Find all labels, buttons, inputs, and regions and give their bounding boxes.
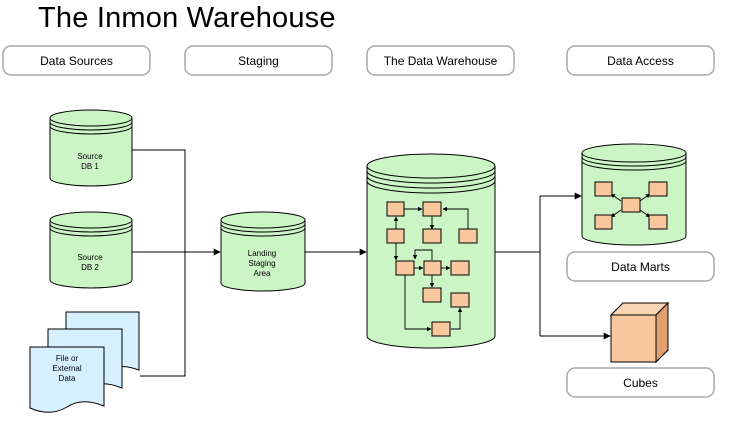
- source-db1-label-line2: DB 1: [81, 162, 99, 171]
- mart-node: [594, 214, 613, 230]
- warehouse-graph-nodes: [386, 201, 478, 337]
- stage-label-staging: Staging: [238, 54, 279, 68]
- cubes-label-box: Cubes: [566, 367, 715, 398]
- mart-node: [621, 197, 641, 213]
- external-data-label-line3: Data: [59, 374, 76, 383]
- warehouse-node: [458, 228, 478, 244]
- source-db2-cylinder: Source DB 2: [49, 211, 133, 289]
- warehouse-node: [386, 228, 405, 244]
- stage-label-data-sources: Data Sources: [40, 54, 113, 68]
- stage-header-data-sources: Data Sources: [2, 45, 151, 76]
- stage-label-warehouse: The Data Warehouse: [384, 54, 498, 68]
- warehouse-node: [422, 228, 442, 244]
- source-db2-label-line1: Source: [77, 253, 103, 262]
- source-db2-label-line2: DB 2: [81, 263, 99, 272]
- warehouse-node: [386, 201, 405, 217]
- stage-header-warehouse: The Data Warehouse: [366, 45, 515, 76]
- cube-shape: [609, 301, 670, 364]
- landing-label-line1: Landing: [248, 249, 276, 258]
- data-warehouse-cylinder: [366, 153, 496, 349]
- mart-node: [648, 214, 668, 230]
- landing-label-line3: Area: [254, 269, 271, 278]
- data-marts-label-box: Data Marts: [566, 251, 715, 282]
- external-data-documents: File or External Data: [29, 311, 140, 413]
- mart-node: [594, 181, 613, 197]
- landing-label-line2: Staging: [248, 259, 275, 268]
- landing-staging-cylinder: Landing Staging Area: [220, 211, 306, 292]
- stage-label-data-access: Data Access: [607, 54, 674, 68]
- warehouse-node: [450, 260, 470, 276]
- page-title: The Inmon Warehouse: [38, 2, 336, 34]
- external-data-label-line2: External: [52, 364, 82, 373]
- cubes-label: Cubes: [623, 376, 658, 390]
- data-marts-label: Data Marts: [611, 260, 670, 274]
- mart-node: [648, 181, 668, 197]
- source-db1-cylinder: Source DB 1: [49, 109, 133, 187]
- external-data-label-line1: File or: [56, 354, 79, 363]
- warehouse-node: [395, 260, 415, 276]
- data-marts-cylinder: [581, 143, 687, 246]
- warehouse-node: [422, 201, 442, 217]
- warehouse-node: [431, 321, 451, 337]
- stage-header-data-access: Data Access: [566, 45, 715, 76]
- source-db1-label-line1: Source: [77, 152, 103, 161]
- warehouse-node: [423, 260, 442, 276]
- warehouse-graph-edges: [393, 206, 469, 332]
- warehouse-node: [422, 287, 442, 303]
- connectors: [132, 149, 611, 377]
- warehouse-node: [450, 292, 470, 308]
- stage-header-staging: Staging: [184, 45, 333, 76]
